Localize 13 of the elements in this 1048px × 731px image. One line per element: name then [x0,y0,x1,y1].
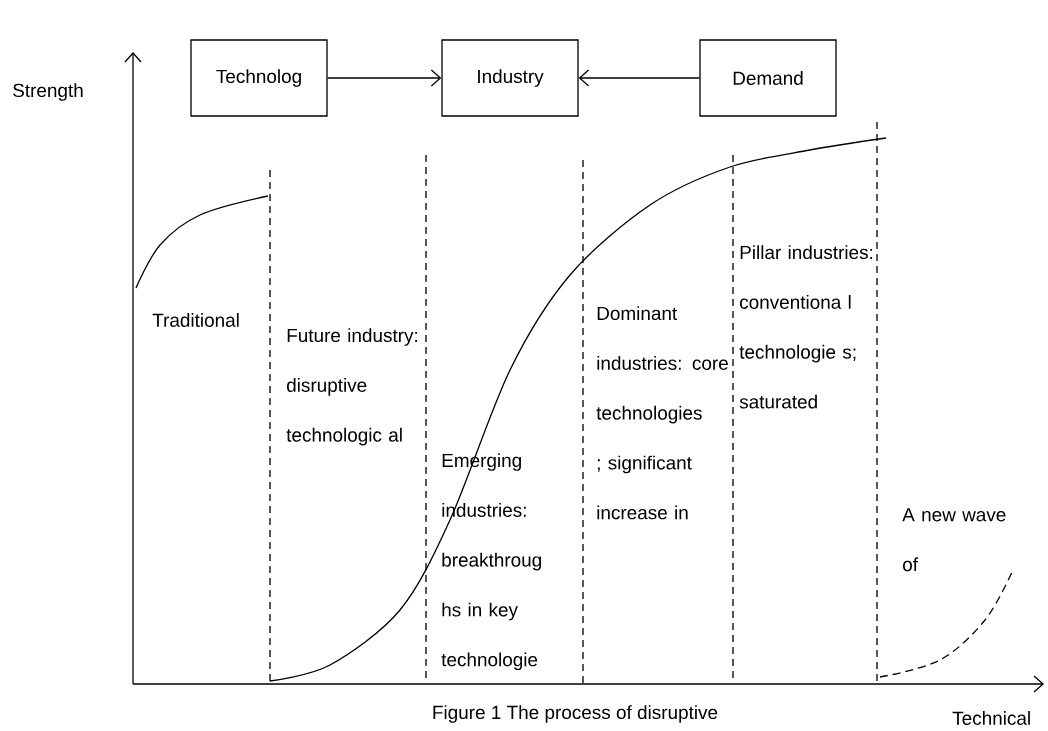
axis-label: Strength [13,83,83,101]
caption: Figure 1 The process of disruptive [433,705,718,723]
box: Technolog [190,39,328,117]
axis-label: Technical [952,711,1030,725]
region-text: Pillar industries: conventiona l technologie s; saturated [739,245,873,409]
region-label: Traditional [152,313,239,327]
region-text: Dominant industries: core technologies ; significant increase in [596,306,728,520]
region-text: A new wave of [902,508,1006,572]
box: Demand [699,39,837,117]
region-text: Future industry: disruptive technologic al [286,328,417,446]
arrow [578,69,700,87]
box: Industry [441,39,579,117]
arrow [327,69,442,87]
